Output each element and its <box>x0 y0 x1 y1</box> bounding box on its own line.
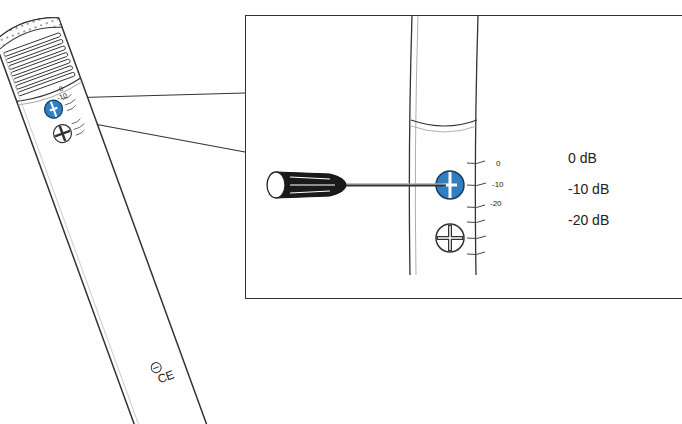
zoomed-microphone <box>409 15 486 275</box>
microphone-body <box>0 11 210 424</box>
pad-value: -20 dB <box>568 213 609 227</box>
pad-value: -10 dB <box>568 182 609 196</box>
zoom-box: 0 -10 -20 0 dB -10 dB -20 dB <box>245 15 682 299</box>
screwdriver <box>267 172 446 198</box>
scale-mark: 0 <box>496 160 500 168</box>
scale-mark: -10 <box>492 181 504 189</box>
leader-line <box>64 93 245 98</box>
scale-mark: -20 <box>490 200 502 208</box>
pad-value: 0 dB <box>568 151 597 165</box>
